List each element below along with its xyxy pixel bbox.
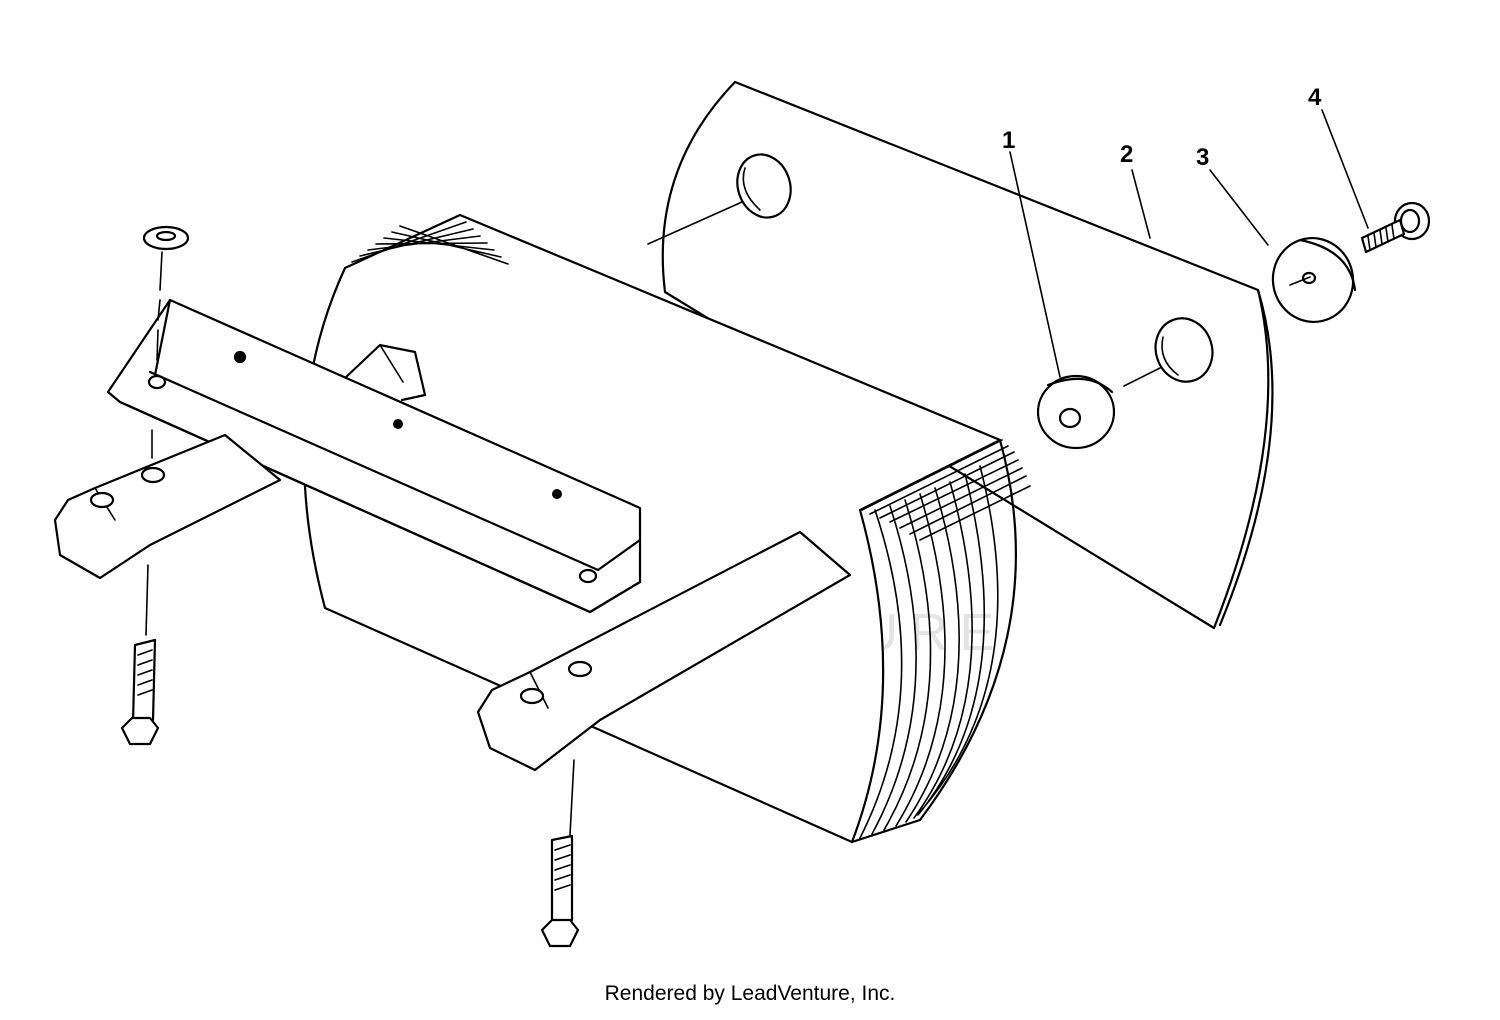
bolt-left	[120, 429, 160, 746]
right-hex-bar	[476, 530, 852, 772]
bolt-4	[1360, 201, 1431, 254]
callout-leaders	[1009, 109, 1369, 378]
back-plate	[647, 80, 1274, 630]
top-washer	[142, 225, 190, 361]
bolt-right	[540, 759, 580, 948]
callout-4: 4	[1308, 84, 1322, 111]
spacer	[1036, 374, 1116, 450]
washer	[1271, 236, 1357, 324]
callout-1: 1	[1002, 127, 1015, 154]
footer-credit: Rendered by LeadVenture, Inc.	[604, 982, 896, 1005]
angle-bracket	[106, 298, 642, 614]
left-hex-bar	[53, 433, 282, 580]
callout-2: 2	[1120, 141, 1133, 168]
callout-3: 3	[1196, 144, 1209, 171]
